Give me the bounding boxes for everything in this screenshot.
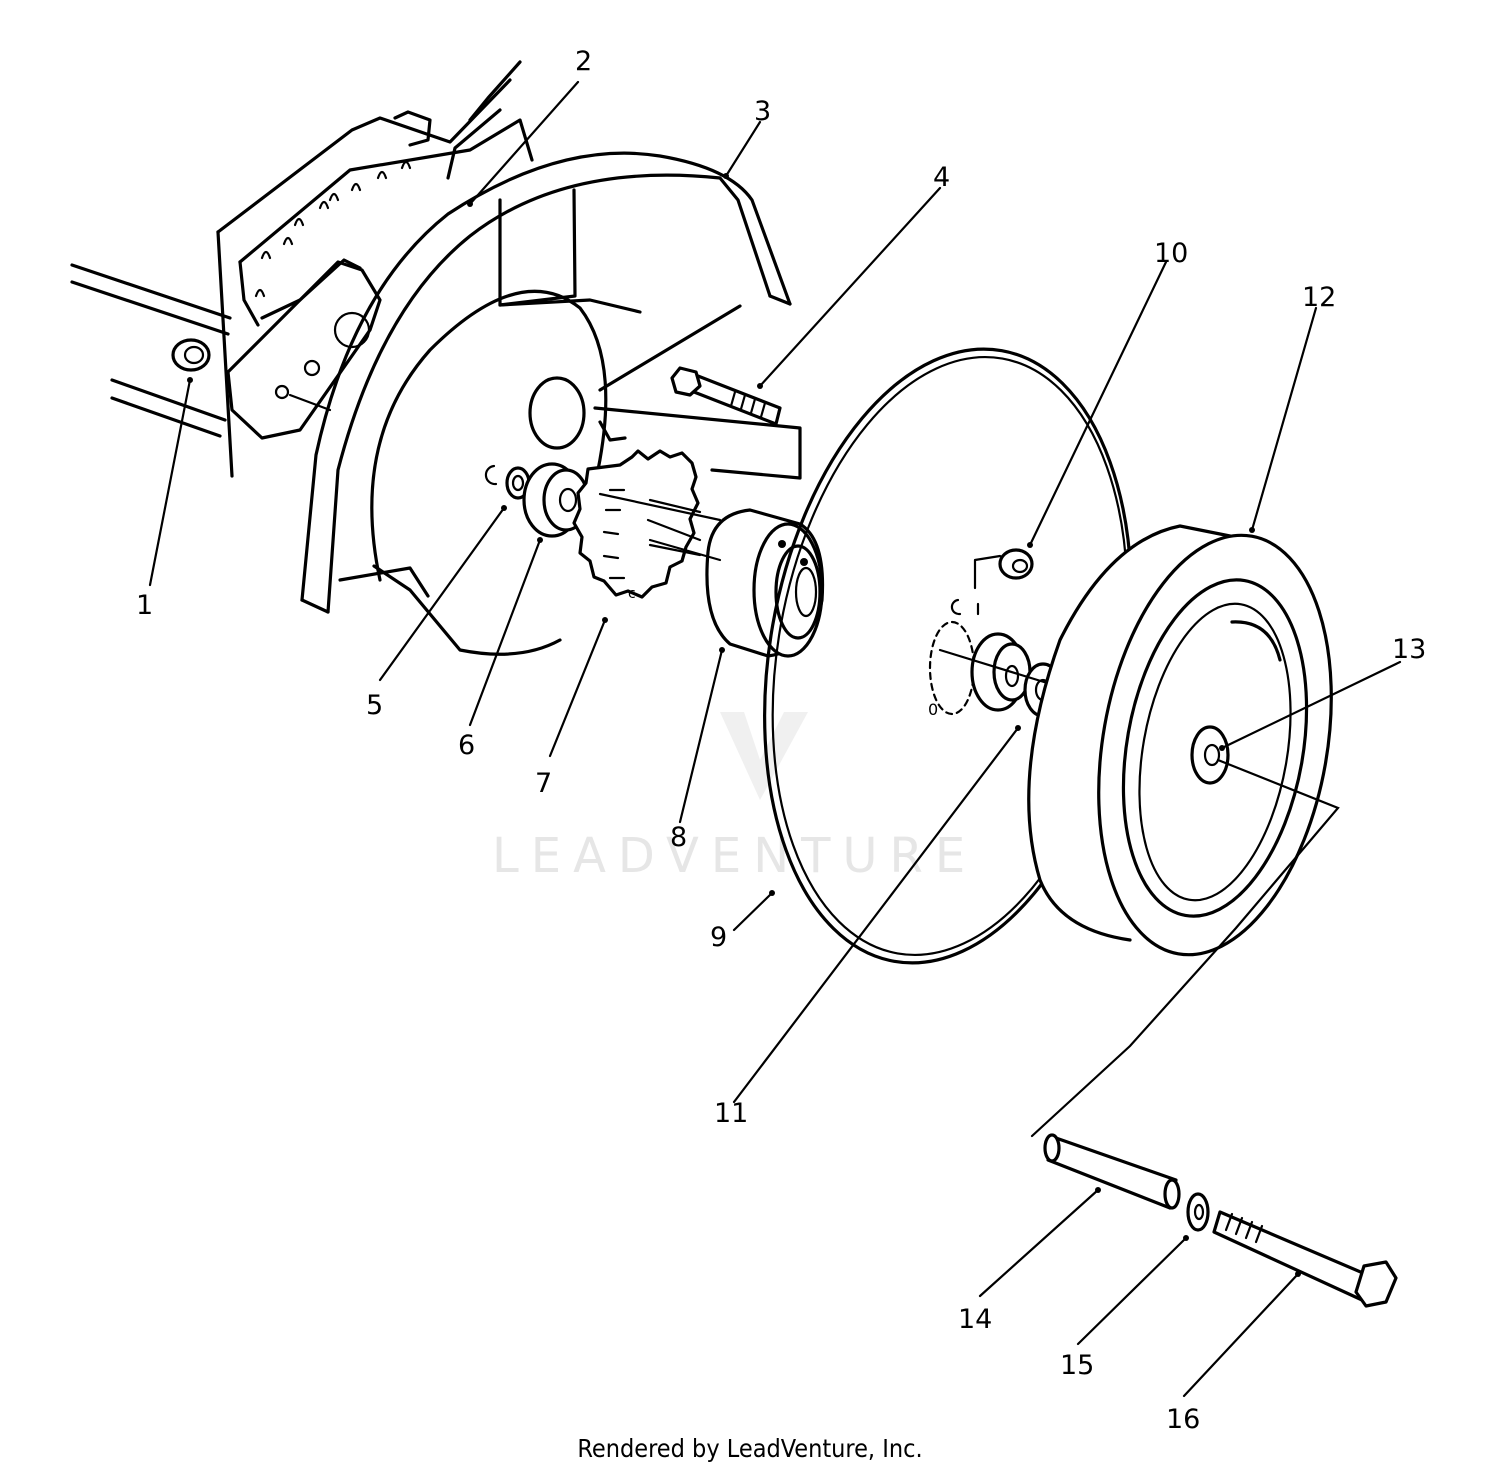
spacer-sleeve: [1043, 1133, 1181, 1210]
watermark-text: LEADVENTURE: [492, 828, 977, 884]
callout-7: 7: [535, 768, 552, 799]
washer: [1186, 1192, 1210, 1232]
callout-1: 1: [136, 590, 153, 621]
nut: [171, 338, 211, 372]
callout-4: 4: [933, 162, 950, 193]
bearing-mark: 0: [928, 700, 938, 719]
leader-lines: [148, 80, 1402, 1398]
callout-16: 16: [1166, 1404, 1200, 1435]
callout-labels: 1 2 3 4 10 12 13 5 6 7 8 9 11 14 15 16: [136, 46, 1426, 1435]
bolt: [670, 366, 782, 426]
wheel-hub: [705, 508, 825, 658]
callout-11: 11: [714, 1098, 748, 1129]
callout-12: 12: [1302, 282, 1336, 313]
wheel-tire: [1027, 524, 1333, 957]
deck-housing: [70, 60, 534, 478]
callout-10: 10: [1154, 238, 1188, 269]
callout-2: 2: [575, 46, 592, 77]
retaining-ring: [484, 464, 531, 500]
callout-5: 5: [366, 690, 383, 721]
callout-6: 6: [458, 730, 475, 761]
bearing-11: 0: [928, 598, 1072, 719]
sprocket: c: [572, 449, 702, 602]
callout-14: 14: [958, 1304, 992, 1335]
callout-9: 9: [710, 922, 727, 953]
wheel-shield: [300, 151, 802, 656]
callout-13: 13: [1392, 634, 1426, 665]
nut-10: [973, 548, 1034, 590]
footer-credit: Rendered by LeadVenture, Inc.: [577, 1434, 923, 1463]
callout-3: 3: [754, 96, 771, 127]
sprocket-mark: c: [628, 586, 636, 602]
callout-15: 15: [1060, 1350, 1094, 1381]
watermark-logo: [720, 712, 808, 800]
bolt-16: [1212, 1210, 1398, 1308]
callout-8: 8: [670, 822, 687, 853]
